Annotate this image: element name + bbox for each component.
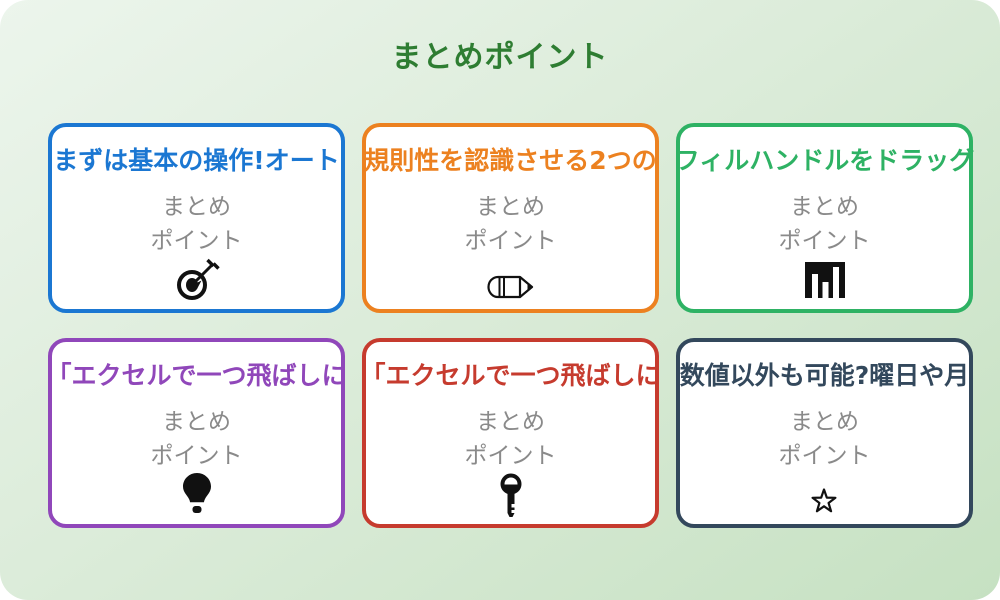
body-line: ポイント — [150, 443, 243, 469]
card-body-text: まとめ ポイント — [779, 190, 871, 258]
card-heading: まずは基本の操作!オート — [53, 146, 340, 175]
card-body-text: まとめ ポイント — [151, 190, 243, 258]
card-heading: 数値以外も可能?曜日や月 — [679, 361, 970, 390]
body-line: まとめ — [162, 409, 231, 435]
body-line: ポイント — [778, 443, 871, 469]
card-heading: 「エクセルで一つ飛ばしに — [360, 361, 661, 390]
card-heading: 規則性を認識させる2つの — [364, 146, 657, 175]
body-line: まとめ — [790, 409, 859, 435]
body-line: ポイント — [778, 228, 871, 254]
card-body-text: まとめ ポイント — [779, 405, 871, 473]
body-line: ポイント — [150, 228, 243, 254]
bar-chart-icon — [803, 260, 847, 300]
summary-card-auto-fill: まずは基本の操作!オート まとめ ポイント — [48, 123, 345, 313]
card-body-text: まとめ ポイント — [465, 190, 557, 258]
body-line: まとめ — [476, 409, 545, 435]
body-line: まとめ — [162, 194, 231, 220]
card-heading: フィルハンドルをドラッグ — [674, 146, 975, 175]
body-line: まとめ — [476, 194, 545, 220]
summary-card-pattern: 規則性を認識させる2つの まとめ ポイント — [362, 123, 659, 313]
dart-target-icon — [174, 258, 220, 302]
pencil-icon — [486, 274, 535, 300]
body-line: ポイント — [464, 228, 557, 254]
key-icon — [498, 473, 524, 519]
card-body-text: まとめ ポイント — [151, 405, 243, 473]
summary-card-fill-handle: フィルハンドルをドラッグ まとめ ポイント — [674, 123, 975, 313]
card-body-text: まとめ ポイント — [465, 405, 557, 473]
card-heading: 「エクセルで一つ飛ばしに — [46, 361, 347, 390]
page-title: まとめポイント — [391, 40, 609, 75]
body-line: まとめ — [790, 194, 859, 220]
summary-card-weekday-month: 数値以外も可能?曜日や月 まとめ ポイント — [676, 338, 973, 528]
summary-card-skip-one-b: 「エクセルで一つ飛ばしに まとめ ポイント — [360, 338, 661, 528]
lightbulb-icon — [182, 473, 211, 515]
star-icon — [811, 488, 838, 515]
card-grid: まずは基本の操作!オート まとめ ポイント 規則性を認識させる2つの — [46, 123, 975, 528]
body-line: ポイント — [464, 443, 557, 469]
summary-card-skip-one-a: 「エクセルで一つ飛ばしに まとめ ポイント — [46, 338, 347, 528]
